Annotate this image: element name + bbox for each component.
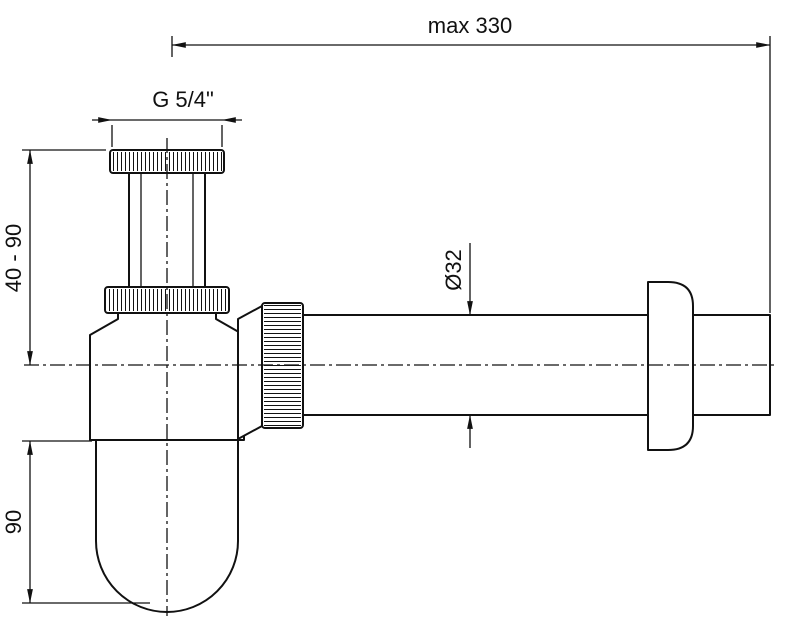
dimension-cup-depth: 90 [1,440,150,604]
union-nut-top [109,149,225,174]
outlet-hub [237,305,263,440]
dimension-thread: G 5/4" [92,87,242,147]
dim-cup-depth-label: 90 [1,510,26,534]
dimension-max-width: max 330 [171,13,771,313]
trap-cup [95,439,239,613]
dim-pipe-diameter-label: Ø32 [441,249,466,291]
dimension-height-range: 40 - 90 [1,149,106,366]
dim-max-width-label: max 330 [428,13,512,38]
dim-thread-label: G 5/4" [152,87,214,112]
dim-height-range-label: 40 - 90 [1,224,26,293]
dimension-pipe-diameter: Ø32 [441,243,473,448]
wall-rosette [647,281,694,451]
bottle-trap-outline [89,149,771,613]
